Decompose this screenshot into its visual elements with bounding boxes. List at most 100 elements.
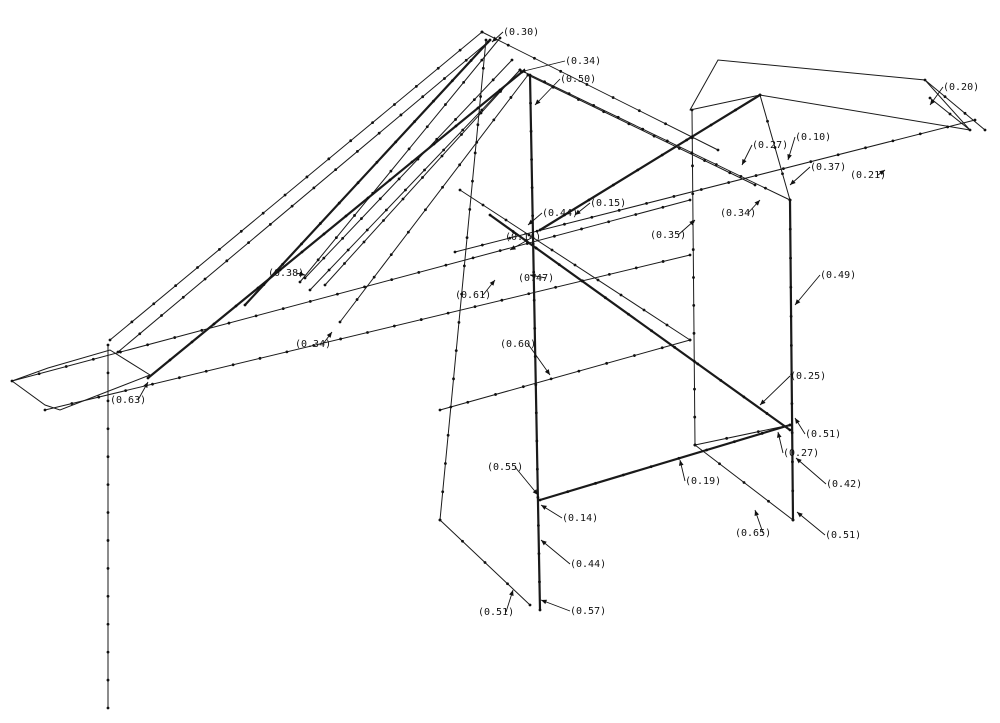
ratio-text: (0.30): [503, 27, 539, 38]
node-dot: [621, 473, 625, 477]
node-dot: [450, 79, 454, 83]
node-dot: [773, 146, 777, 149]
node-dot: [479, 111, 483, 115]
node-dot: [518, 68, 522, 72]
stay-8: [304, 59, 513, 279]
node-dot: [384, 208, 388, 212]
node-dot: [461, 539, 464, 543]
node-dot: [928, 96, 932, 100]
node-dot: [258, 356, 262, 360]
node-dot: [665, 139, 669, 143]
node-dot: [691, 248, 695, 251]
node-dot: [789, 256, 792, 260]
member-ratio-label: (0.44): [527, 208, 578, 226]
node-dot: [836, 153, 840, 157]
node-dot: [690, 136, 694, 140]
node-dot: [652, 134, 656, 138]
node-dot: [473, 151, 477, 155]
node-dot: [788, 428, 792, 432]
node-dot: [262, 283, 266, 287]
node-dot: [327, 157, 331, 161]
member-ratio-label: (0.20): [929, 82, 979, 106]
member-ratio-label: (0.42): [795, 457, 862, 490]
node-dot: [699, 188, 703, 191]
node-dot: [553, 234, 556, 238]
node-dot: [627, 122, 631, 126]
node-dot: [533, 56, 536, 60]
node-dot: [563, 222, 566, 226]
member-ratio-label: (0.37): [789, 162, 846, 186]
member-ratio-label: (0.51): [794, 417, 841, 440]
stay-3: [299, 37, 501, 283]
node-dot: [529, 101, 532, 105]
node-dot: [767, 499, 770, 503]
node-dot: [766, 119, 769, 123]
leader-line: [519, 60, 566, 73]
node-dot: [538, 228, 542, 232]
node-dot: [650, 329, 653, 333]
node-dot: [268, 222, 272, 226]
node-dot: [739, 174, 743, 178]
member-ratio-label: (0.34): [295, 331, 333, 350]
ratio-text: (0.44): [542, 208, 578, 219]
ratio-text: (0.15): [590, 198, 626, 209]
node-dot: [362, 240, 366, 244]
node-dot: [106, 706, 110, 710]
arrowhead-icon: [879, 170, 885, 176]
node-dot: [690, 108, 694, 112]
node-dot: [177, 376, 181, 380]
node-dot: [442, 148, 446, 152]
node-dot: [616, 115, 620, 119]
node-dot: [580, 279, 584, 283]
node-dot: [413, 120, 417, 123]
arrowhead-icon: [760, 399, 766, 405]
node-dot: [790, 402, 794, 406]
leader-line: [796, 511, 826, 536]
node-dot: [378, 197, 382, 201]
arrowhead-icon: [492, 36, 498, 42]
node-dot: [349, 139, 353, 143]
arrowhead-icon: [754, 200, 760, 206]
node-dot: [97, 395, 101, 399]
ratio-text: (0.27): [752, 140, 788, 151]
node-dot: [488, 213, 492, 217]
node-dot: [327, 268, 331, 272]
node-dot: [106, 678, 110, 682]
node-dot: [521, 385, 525, 389]
node-dot: [446, 311, 450, 315]
node-dot: [672, 195, 676, 198]
node-dot: [688, 253, 692, 257]
node-dot: [603, 296, 607, 300]
node-dot: [637, 109, 641, 113]
node-dot: [725, 436, 729, 440]
node-dot: [355, 298, 359, 301]
node-dot: [531, 242, 535, 246]
node-dot: [449, 405, 453, 409]
node-dot: [789, 344, 793, 347]
member-ratio-label: (0.65): [735, 509, 771, 539]
center-brace: [439, 339, 691, 411]
arrowhead-icon: [777, 432, 782, 438]
node-dot: [511, 230, 515, 233]
apex-chord-2: [519, 69, 791, 201]
node-dot: [389, 253, 393, 257]
node-dot: [472, 98, 476, 102]
node-dot: [790, 373, 794, 376]
ratio-text: (0.19): [685, 476, 721, 487]
node-dot: [339, 337, 343, 341]
node-dot: [256, 286, 260, 290]
arrowhead-icon: [797, 512, 803, 518]
node-dot: [566, 490, 570, 494]
leader-line: [795, 457, 827, 485]
node-dot: [534, 383, 538, 387]
node-dot: [789, 314, 793, 318]
member-ratio-label: (0.57): [540, 599, 606, 617]
node-dot: [688, 198, 692, 202]
arrowhead-icon: [795, 299, 801, 305]
member-ratio-label: (0.25): [759, 371, 826, 406]
node-dot: [419, 318, 423, 321]
node-dot: [151, 382, 154, 386]
node-dot: [91, 357, 95, 361]
ratio-text: (0.47): [518, 273, 554, 284]
node-dot: [535, 439, 539, 443]
